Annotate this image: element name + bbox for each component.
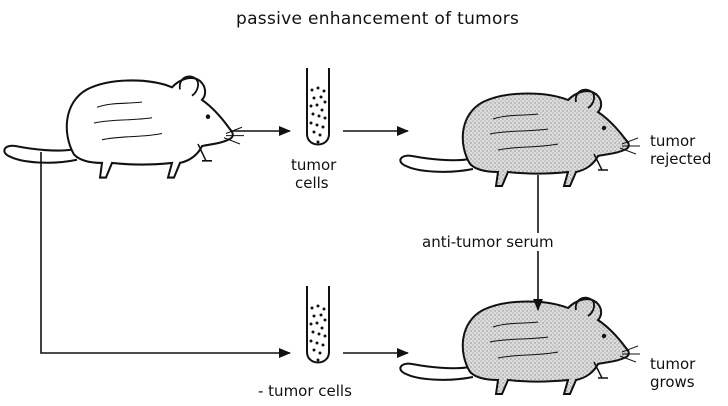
connector-donor-to-bottom [41,152,290,353]
tube-bottom-label: - tumor cells [258,382,352,400]
shaded-mouse-icon-rejected [400,90,640,186]
tube-top-label-line2: cells [295,174,329,192]
test-tube-icon-top [307,68,329,145]
shaded-mouse-icon-grows [400,298,640,394]
diagram-title: passive enhancement of tumors [236,9,519,29]
tube-top-label-line1: tumor [291,156,336,174]
outcome-bottom-label-line1: tumor [650,355,695,373]
outcome-top-label-line2: rejected [650,150,711,168]
serum-label: anti-tumor serum [418,233,558,251]
outcome-top-label-line1: tumor [650,132,695,150]
test-tube-icon-bottom [307,286,329,363]
outcome-bottom-label-line2: grows [650,373,695,391]
